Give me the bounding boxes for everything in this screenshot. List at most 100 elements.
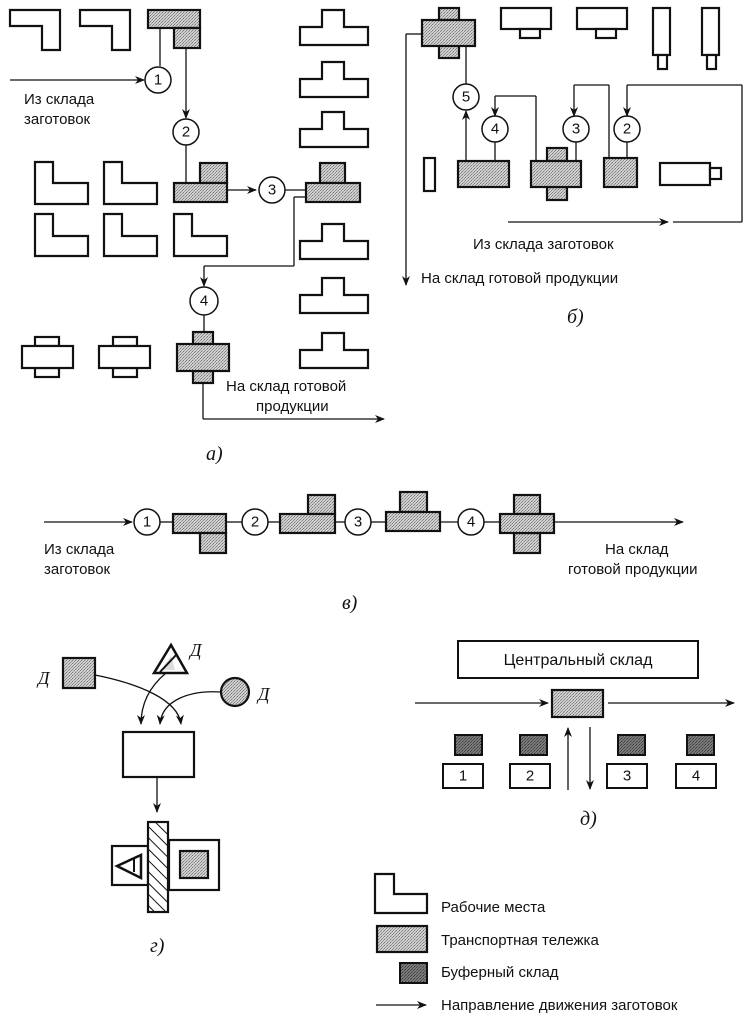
transport-cart: [529, 146, 583, 202]
workplace-shape: [33, 212, 90, 258]
to-warehouse-label: На склад готовой продукции: [421, 270, 618, 287]
station-number: 3: [572, 121, 580, 138]
buffer-storage-legend-icon: [399, 962, 428, 984]
panel-g: Д Д Д г): [36, 640, 271, 957]
workplace-shape: [658, 161, 723, 187]
workplace-4: 4: [675, 763, 717, 789]
station-number: 1: [154, 72, 162, 89]
workplace-3: 3: [606, 763, 648, 789]
transport-cart: [304, 161, 362, 204]
workplace-shape: [102, 160, 159, 206]
part-label: Д: [36, 668, 51, 688]
workplace-shape: [78, 8, 132, 52]
workplace-shape: [298, 60, 370, 99]
station-number: 1: [143, 514, 151, 531]
transport-cart: [384, 490, 442, 533]
transport-cart: [278, 493, 337, 535]
station-number: 5: [462, 89, 470, 106]
workplace-shape: [97, 335, 152, 379]
workplace-shape: [298, 222, 370, 261]
buffer-storage: [686, 734, 715, 756]
legend-label: Направление движения заготовок: [441, 997, 678, 1014]
transport-cart: [146, 8, 202, 50]
station-3: 3: [562, 115, 590, 143]
station-4: 4: [457, 508, 485, 536]
workplace-shape: [499, 6, 553, 40]
station-number: 4: [491, 121, 499, 138]
assembly-workplace: [121, 730, 196, 779]
central-warehouse-box: [457, 640, 699, 679]
central-warehouse-label: Центральный склад: [504, 652, 654, 669]
station-4: 4: [481, 115, 509, 143]
panel-caption: б): [567, 306, 584, 328]
from-warehouse-label: Из склада: [44, 541, 115, 558]
buffer-storage: [454, 734, 483, 756]
workplace-shape: [298, 110, 370, 149]
to-warehouse-label: готовой продукции: [568, 561, 698, 578]
part-circle: [219, 676, 251, 708]
workplace-shape: [33, 160, 90, 206]
workplace-shape: [298, 276, 370, 315]
workplace-number: 4: [692, 768, 700, 785]
workplace-shape: [700, 6, 721, 71]
legend-label: Буферный склад: [441, 964, 559, 981]
workplace-shape: [8, 8, 62, 52]
transport-cart: [171, 512, 228, 555]
legend-item-transport-cart: Транспортная тележка: [375, 924, 599, 954]
station-2: 2: [241, 508, 269, 536]
station-number: 2: [251, 514, 259, 531]
panel-a: 1 Из склада заготовок 2 3: [8, 8, 385, 465]
workplace-shape: [298, 8, 370, 47]
workplace-legend-icon: [373, 872, 429, 915]
workplace-shape: [102, 212, 159, 258]
from-warehouse-label: Из склада заготовок: [473, 236, 614, 253]
legend-label: Рабочие места: [441, 899, 546, 916]
from-warehouse-label: заготовок: [44, 561, 111, 578]
panel-d: Центральный склад 1 2 3 4 д): [415, 640, 735, 830]
station-number: 2: [182, 124, 190, 141]
triangle-part-icon: [114, 853, 143, 881]
legend: Рабочие места Транспортная тележка Буфер…: [373, 872, 678, 1014]
panel-v: 1 2 3 4: [44, 490, 698, 614]
transport-cart-legend-icon: [375, 924, 429, 954]
station-1: 1: [144, 66, 172, 94]
workplace-shape: [298, 331, 370, 370]
panel-caption: а): [206, 443, 223, 465]
to-warehouse-label: На склад готовой: [226, 378, 346, 395]
buffer-storage: [519, 734, 548, 756]
station-number: 4: [467, 514, 475, 531]
part-triangle: [151, 642, 190, 675]
transport-cart: [550, 688, 605, 719]
station-1: 1: [133, 508, 161, 536]
from-warehouse-label: заготовок: [24, 111, 91, 128]
workplace-shape: [575, 6, 629, 40]
square-part-icon: [178, 849, 210, 880]
transport-cart: [456, 159, 511, 189]
panel-b: 5 4 3: [402, 6, 743, 328]
transport-cart: [420, 6, 477, 60]
to-warehouse-label: На склад: [605, 541, 669, 558]
panel-caption: д): [580, 808, 597, 830]
legend-label: Транспортная тележка: [441, 932, 599, 949]
station-4: 4: [189, 286, 219, 316]
legend-item-direction: Направление движения заготовок: [376, 997, 678, 1014]
workplace-2: 2: [509, 763, 551, 789]
station-number: 3: [268, 182, 276, 199]
workplace-number: 3: [623, 768, 631, 785]
transport-cart: [175, 330, 231, 385]
panel-caption: в): [342, 592, 358, 614]
station-2: 2: [613, 115, 641, 143]
station-2: 2: [172, 118, 200, 146]
transport-cart: [498, 493, 556, 555]
station-number: 2: [623, 121, 631, 138]
workplace-shape: [20, 335, 75, 379]
workplace-shape: [422, 156, 437, 193]
hatched-base-plate: [146, 820, 170, 914]
to-warehouse-label: продукции: [256, 398, 329, 415]
workplace-shape: [651, 6, 672, 71]
station-3: 3: [258, 176, 286, 204]
buffer-storage: [617, 734, 646, 756]
transport-cart: [602, 156, 639, 189]
panel-caption: г): [150, 935, 165, 957]
